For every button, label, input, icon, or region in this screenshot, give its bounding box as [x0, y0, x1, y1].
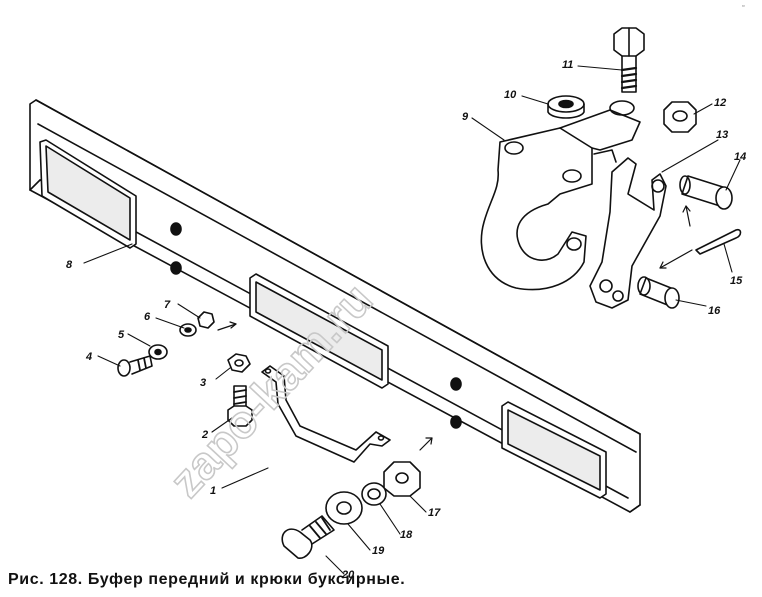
callout-5: 5: [118, 329, 125, 341]
bolt-4: [117, 355, 153, 377]
callout-3: 3: [200, 377, 206, 389]
callouts: 8 1 2 3 4 5 6 7 9 10 11 12 13 14 15 16 1…: [66, 59, 746, 581]
callout-6: 6: [144, 311, 151, 323]
bracket-bar-1: [261, 365, 391, 463]
spring-washer-6: [179, 323, 197, 337]
callout-20: 20: [341, 569, 355, 581]
callout-8: 8: [66, 259, 73, 271]
bolt-2: [227, 385, 253, 427]
front-bumper: [29, 99, 641, 513]
callout-17: 17: [428, 507, 441, 519]
towing-hook: [480, 100, 641, 291]
callout-18: 18: [400, 529, 413, 541]
washer-10: [547, 95, 585, 119]
bolt-11: [613, 27, 645, 93]
figure-caption: Рис. 128. Буфер передний и крюки буксирн…: [8, 571, 406, 588]
nut-3: [227, 353, 251, 373]
callout-2: 2: [201, 429, 208, 441]
washer-5: [148, 344, 168, 360]
spring-washer-18: [361, 482, 387, 506]
hook-bracket-13: [589, 157, 667, 309]
callout-9: 9: [462, 111, 469, 123]
flat-washer-19: [325, 491, 363, 525]
callout-4: 4: [85, 351, 92, 363]
callout-16: 16: [708, 305, 721, 317]
pin-16: [637, 276, 680, 309]
callout-1: 1: [210, 485, 216, 497]
corner-mark: ▫: [742, 3, 745, 10]
carriage-bolt-20: [281, 515, 335, 559]
callout-14: 14: [734, 151, 746, 163]
assembly-arrows: [217, 205, 693, 451]
nut-12: [663, 101, 697, 133]
leader-lines: [83, 65, 741, 575]
cotter-pin-15: [695, 228, 742, 255]
callout-12: 12: [714, 97, 726, 109]
callout-7: 7: [164, 299, 171, 311]
nut-17: [383, 461, 421, 497]
pin-14: [679, 175, 733, 210]
nut-7: [197, 311, 215, 329]
callout-15: 15: [730, 275, 743, 287]
callout-13: 13: [716, 129, 728, 141]
callout-11: 11: [562, 59, 573, 71]
callout-10: 10: [504, 89, 517, 101]
callout-19: 19: [372, 545, 385, 557]
